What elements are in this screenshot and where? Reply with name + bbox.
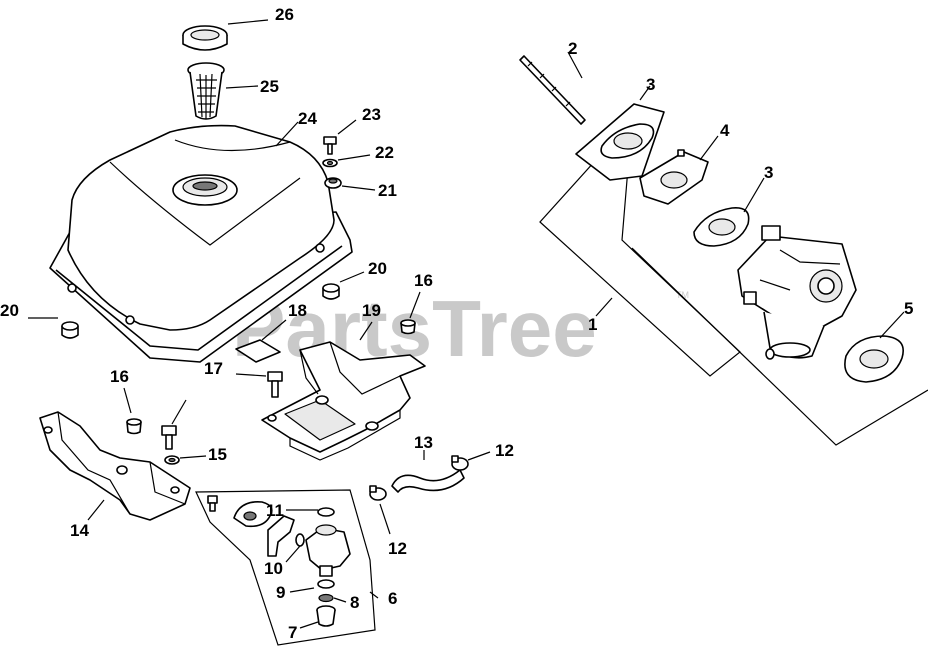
callout-3-lower: 3 xyxy=(764,163,773,182)
callout-9: 9 xyxy=(276,583,285,602)
callout-6: 6 xyxy=(388,589,397,608)
callout-14: 14 xyxy=(70,521,89,540)
part-stud-2[interactable] xyxy=(519,55,586,125)
callout-8: 8 xyxy=(350,593,359,612)
callout-10: 10 xyxy=(264,559,283,578)
part-fuel-hose-13[interactable] xyxy=(391,469,465,493)
callout-2: 2 xyxy=(568,39,577,58)
part-grommet-20-left[interactable] xyxy=(61,321,79,339)
callout-3-upper: 3 xyxy=(646,75,655,94)
callout-21: 21 xyxy=(378,181,397,200)
part-stopper-16-right[interactable] xyxy=(400,319,416,335)
part-screw-valve[interactable] xyxy=(207,495,218,512)
part-gasket-3-lower[interactable] xyxy=(693,207,750,247)
part-grommet-21[interactable] xyxy=(324,177,342,189)
callout-25: 25 xyxy=(260,77,279,96)
callout-20-left: 20 xyxy=(0,301,19,320)
callout-16-left: 16 xyxy=(110,367,129,386)
part-oring-8[interactable] xyxy=(318,593,334,603)
callout-15: 15 xyxy=(208,445,227,464)
callout-12-right: 12 xyxy=(495,441,514,460)
part-gasket-5[interactable] xyxy=(844,335,904,383)
callout-22: 22 xyxy=(375,143,394,162)
part-oring-11[interactable] xyxy=(317,507,335,517)
part-plate-18[interactable] xyxy=(235,339,281,363)
part-gasket-3-upper[interactable] xyxy=(575,103,665,181)
leader-lines xyxy=(28,19,905,629)
callout-1: 1 xyxy=(588,315,597,334)
callout-5: 5 xyxy=(904,299,913,318)
part-washer-15[interactable] xyxy=(164,455,180,465)
part-bolt-17-lower[interactable] xyxy=(161,425,177,450)
part-tank-bracket-19[interactable] xyxy=(261,341,426,461)
watermark-trademark: TM xyxy=(676,290,689,300)
part-washer-22[interactable] xyxy=(322,158,338,168)
callout-7: 7 xyxy=(288,623,297,642)
part-fuel-valve-body[interactable] xyxy=(305,524,351,577)
part-grommet-20-right[interactable] xyxy=(322,283,340,300)
part-fuel-cap[interactable] xyxy=(182,25,228,51)
watermark: PartsTree TM xyxy=(232,284,689,373)
callout-26: 26 xyxy=(275,5,294,24)
callout-18: 18 xyxy=(288,301,307,320)
part-fuel-strainer[interactable] xyxy=(187,62,225,120)
fuel-valve-group-outline xyxy=(195,489,376,646)
part-valve-gasket[interactable] xyxy=(233,501,273,528)
callout-4: 4 xyxy=(720,121,730,140)
part-hose-clamp-12-left[interactable] xyxy=(369,485,387,501)
part-carburetor[interactable] xyxy=(737,225,857,360)
part-bolt-17-upper[interactable] xyxy=(267,371,283,398)
callout-11: 11 xyxy=(266,501,284,520)
callout-20-right: 20 xyxy=(368,259,387,278)
callout-16-right: 16 xyxy=(414,271,433,290)
callout-13: 13 xyxy=(414,433,433,452)
part-bolt-23[interactable] xyxy=(323,136,337,155)
part-stopper-16-left[interactable] xyxy=(126,418,142,435)
callout-labels: 26 25 24 23 22 21 20 20 16 19 18 17 16 1… xyxy=(0,5,913,642)
part-bracket-14[interactable] xyxy=(39,411,191,521)
callout-12-left: 12 xyxy=(388,539,407,558)
part-cup-7[interactable] xyxy=(316,605,336,627)
callout-24: 24 xyxy=(298,109,317,128)
callout-23: 23 xyxy=(362,105,381,124)
part-insulator-4[interactable] xyxy=(639,149,709,205)
callout-19: 19 xyxy=(362,301,381,320)
part-hose-clamp-12-right[interactable] xyxy=(451,455,469,471)
part-washer-9[interactable] xyxy=(317,579,335,589)
part-lever-10[interactable] xyxy=(267,515,305,557)
part-fuel-tank[interactable] xyxy=(49,124,353,363)
callout-17: 17 xyxy=(204,359,223,378)
